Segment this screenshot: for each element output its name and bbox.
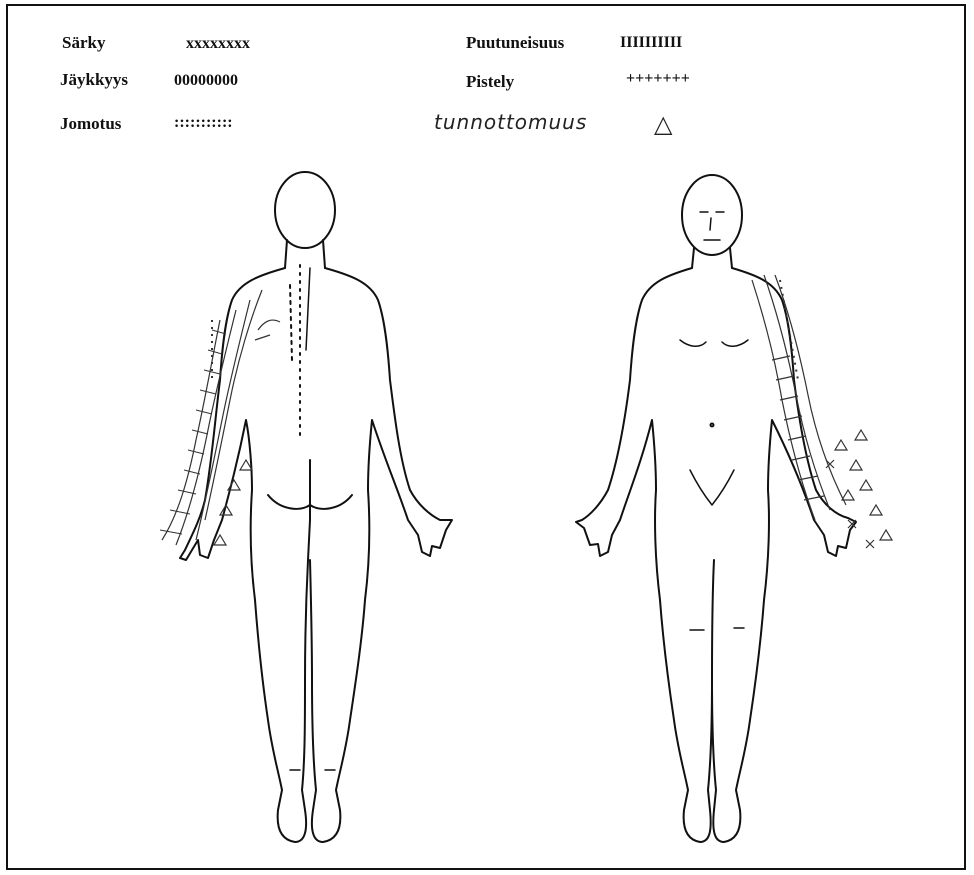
front-arm-annotations [752,275,892,548]
front-view-figure [576,175,856,842]
back-view-figure [180,172,452,842]
back-arm-annotations [160,290,280,545]
